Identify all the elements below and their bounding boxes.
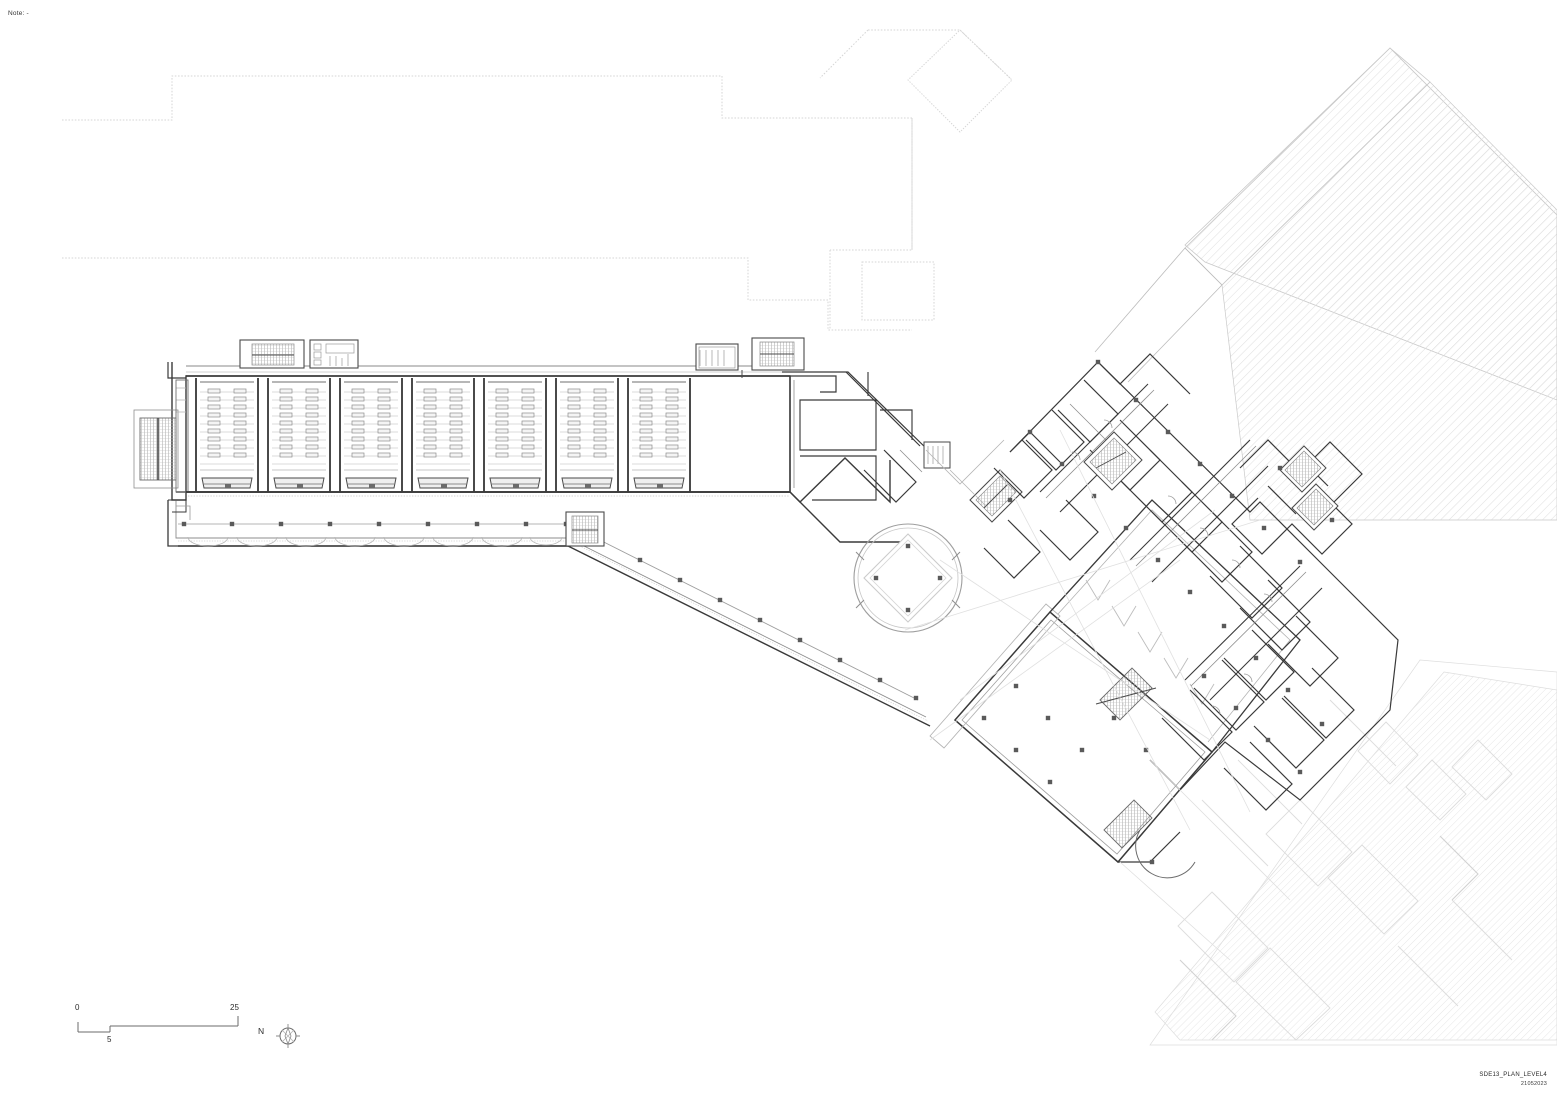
lecture-bay (267, 378, 331, 492)
arcade-stair (565, 511, 605, 547)
scale-end-label: 25 (230, 1003, 239, 1012)
east-academic-block (983, 353, 1399, 811)
title-block: SDE13_PLAN_LEVEL4 21052023 (1479, 1071, 1547, 1088)
lecture-theatre-bays (195, 378, 691, 492)
great-hall-stair (1095, 667, 1157, 721)
north-stair-core-1 (239, 339, 305, 369)
lecture-bay (555, 378, 619, 492)
lecture-bay (627, 378, 691, 492)
scale-bar: 0 5 25 (70, 1000, 330, 1055)
great-hall-south-stair (1103, 799, 1153, 849)
setting-out-lines (904, 429, 1291, 961)
note-label: Note: - (8, 10, 29, 17)
west-stair-core (133, 379, 189, 493)
drawing-title: SDE13_PLAN_LEVEL4 (1479, 1071, 1547, 1078)
drawing-date: 21052023 (1520, 1080, 1547, 1087)
diagonal-link-block (782, 371, 1023, 543)
east-block-stair-core-2 (1279, 445, 1327, 493)
north-arrow: N (258, 1018, 306, 1052)
southeast-context-building (1149, 659, 1557, 1046)
north-site-outline (62, 29, 1013, 331)
circular-atrium (853, 523, 963, 633)
scale-start-label: 0 (75, 1003, 80, 1012)
scale-mid-label: 5 (107, 1035, 112, 1044)
east-block-stair-core-3 (1291, 483, 1339, 531)
lecture-hall-wing (133, 337, 805, 501)
link-service-core (923, 441, 951, 469)
northeast-context-building (1094, 47, 1557, 521)
arcade-corridor (167, 499, 569, 547)
lecture-bay (411, 378, 475, 492)
link-stair-core (969, 469, 1023, 523)
east-block-stair-core-1 (1083, 431, 1143, 491)
north-wc-block-1 (309, 339, 359, 369)
diagonal-arcade (565, 511, 931, 727)
lecture-bay (339, 378, 403, 492)
north-stair-core-3 (741, 337, 805, 378)
north-label: N (258, 1026, 265, 1036)
lecture-bay (195, 378, 259, 492)
north-stair-core-2 (695, 343, 739, 371)
great-hall (929, 499, 1301, 879)
arcade-arches (187, 536, 563, 547)
lecture-bay (483, 378, 547, 492)
